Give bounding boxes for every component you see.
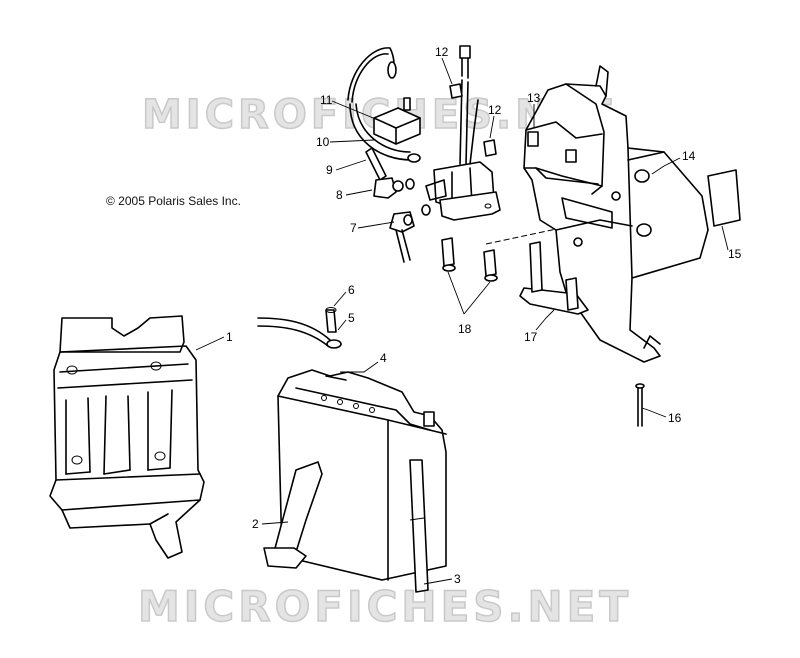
watermark-bottom: MICROFICHES.NET	[137, 581, 632, 632]
mounting-bracket	[523, 65, 709, 363]
battery-strap	[263, 461, 323, 569]
callout-15: 15	[728, 247, 742, 261]
callout-4: 4	[380, 351, 387, 365]
callout-11: 11	[320, 93, 333, 107]
pad	[707, 169, 741, 227]
callout-10: 10	[316, 135, 330, 149]
callout-14: 14	[682, 149, 696, 163]
callout-7: 7	[350, 221, 357, 235]
support-plate	[519, 241, 589, 315]
callout-18: 18	[458, 322, 472, 336]
battery	[277, 369, 447, 581]
battery-holder	[49, 315, 205, 559]
callout-8: 8	[336, 188, 343, 202]
vent-tube	[409, 459, 429, 593]
callout-6: 6	[348, 283, 355, 297]
callout-3: 3	[454, 572, 461, 586]
callout-9: 9	[326, 163, 333, 177]
callout-13: 13	[527, 91, 541, 105]
battery-cable	[257, 307, 342, 349]
callout-1: 1	[226, 330, 233, 344]
leader-lines	[195, 57, 729, 585]
callout-12-lower: 12	[488, 103, 502, 117]
pin	[635, 383, 645, 427]
callout-2: 2	[252, 517, 259, 531]
copyright-text: © 2005 Polaris Sales Inc.	[106, 194, 241, 208]
callout-17: 17	[524, 330, 538, 344]
callout-16: 16	[668, 411, 682, 425]
callout-5: 5	[348, 311, 355, 325]
callout-12-upper: 12	[435, 45, 449, 59]
solenoid-assembly	[347, 45, 581, 282]
